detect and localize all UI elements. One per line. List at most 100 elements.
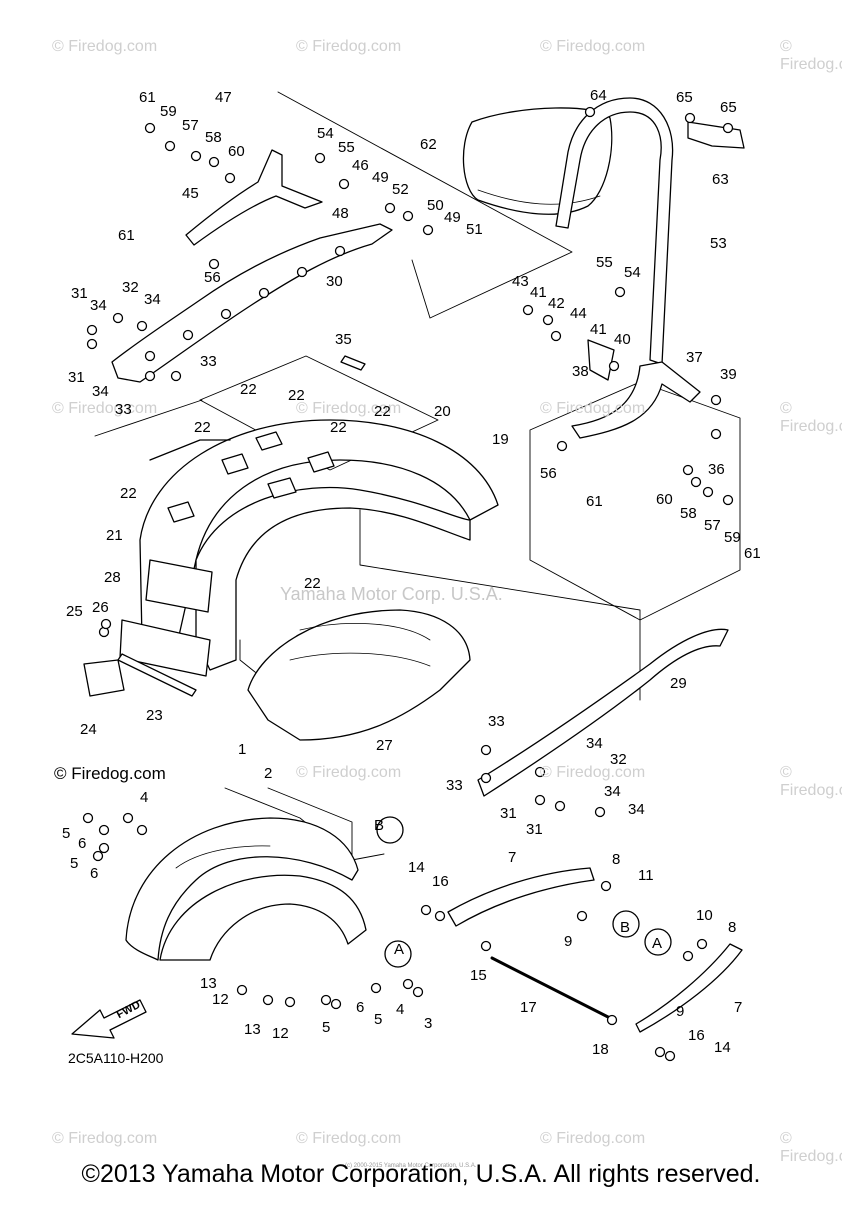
callout-circle-a <box>644 928 672 956</box>
bolt-head-shape <box>682 464 694 476</box>
part-number-label: 3 <box>424 1015 433 1032</box>
inner-fender-rib <box>299 623 431 641</box>
part-number-label: 30 <box>326 273 343 290</box>
bolt-head-shape <box>682 950 694 962</box>
front-fender-1 <box>125 817 359 961</box>
bracket-38-shape <box>587 339 615 381</box>
fork-brace-7-bottom <box>635 943 743 1033</box>
drawing-code: 2C5A110-H200 <box>68 1050 164 1066</box>
part-number-label: 40 <box>614 331 631 348</box>
part-number-label: 45 <box>182 185 199 202</box>
part-number-label: 38 <box>572 363 589 380</box>
callout-circle-b <box>612 910 640 938</box>
part-number-label: 24 <box>80 721 97 738</box>
reflector-24 <box>83 659 125 697</box>
part-number-label: 32 <box>610 751 627 768</box>
part-number-label: 14 <box>408 859 425 876</box>
bolt-head-shape <box>224 172 236 184</box>
bolt-head-shape <box>164 140 176 152</box>
part-number-label: 36 <box>708 461 725 478</box>
bolt-head-shape <box>480 744 492 756</box>
part-number-label: 5 <box>62 825 71 842</box>
bolt-head-shape <box>690 476 702 488</box>
part-number-label: 4 <box>140 789 149 806</box>
sideplate-37-shape <box>571 361 701 439</box>
firedog-watermark: © Firedog.com <box>52 1130 158 1147</box>
inner-fender-rib <box>289 652 431 667</box>
part-number-label: 39 <box>720 366 737 383</box>
front-fender-2 <box>159 874 367 961</box>
bolt-head-shape <box>122 812 134 824</box>
firedog-inline-watermark: © Firedog.com <box>54 764 166 783</box>
part-number-label: 34 <box>586 735 603 752</box>
bolt-head-shape <box>422 224 434 236</box>
bolt-head-shape <box>710 428 722 440</box>
bolt-head-shape <box>136 824 148 836</box>
bolt-head-shape <box>600 880 612 892</box>
part-number-label: 49 <box>372 169 389 186</box>
part-number-label: 29 <box>670 675 687 692</box>
part-number-label: 5 <box>70 855 79 872</box>
part-number-label: 12 <box>212 991 229 1008</box>
part-number-label: 56 <box>204 269 221 286</box>
assembly-boundary-line <box>359 509 641 701</box>
inner-fender-27 <box>247 609 471 741</box>
firedog-watermark: © Firedog.com <box>540 764 646 781</box>
part-number-label: 13 <box>200 975 217 992</box>
part-number-label: 56 <box>540 465 557 482</box>
part-number-label: 46 <box>352 157 369 174</box>
part-number-label: 48 <box>332 205 349 222</box>
part-number-label: 58 <box>680 505 697 522</box>
part-number-label: 5 <box>322 1019 331 1036</box>
part-number-label: 54 <box>624 264 641 281</box>
bolt-head-shape <box>330 998 342 1010</box>
bolt-head-shape <box>606 1014 618 1026</box>
strut-hole <box>144 350 156 362</box>
part-number-label: 32 <box>122 279 139 296</box>
patch-22 <box>307 451 335 473</box>
bolt-head-shape <box>208 258 220 270</box>
part-number-label: 8 <box>612 851 621 868</box>
part-number-label: 6 <box>90 865 99 882</box>
bolt-head-shape <box>576 910 588 922</box>
bolt-head-shape <box>320 994 332 1006</box>
part-number-label: 59 <box>160 103 177 120</box>
fender-bead-line <box>175 845 271 869</box>
patch-22 <box>267 477 297 499</box>
part-number-label: 31 <box>71 285 88 302</box>
part-number-label: 14 <box>714 1039 731 1056</box>
part-number-label: 35 <box>335 331 352 348</box>
part-number-label: B <box>620 919 631 936</box>
part-number-label: 61 <box>586 493 603 510</box>
part-number-label: 15 <box>470 967 487 984</box>
part-number-label: 31 <box>500 805 517 822</box>
callout-circle-a <box>384 940 412 968</box>
firedog-watermark: © Firedog.com <box>540 400 646 417</box>
part-number-label: 55 <box>596 254 613 271</box>
bolt-head-shape <box>86 324 98 336</box>
part-number-label: 57 <box>182 117 199 134</box>
part-number-label: 26 <box>92 599 109 616</box>
part-number-label: 33 <box>488 713 505 730</box>
part-number-label: 22 <box>194 419 211 436</box>
bolt-head-shape <box>594 806 606 818</box>
part-number-label: 10 <box>696 907 713 924</box>
part-number-label: 33 <box>446 777 463 794</box>
strut-hole <box>258 287 270 299</box>
part-number-label: 22 <box>330 419 347 436</box>
axle-rod-17 <box>490 956 612 1020</box>
patch-22 <box>255 431 283 451</box>
firedog-watermark: © Firedog.com <box>780 1130 842 1165</box>
part-number-label: 25 <box>66 603 83 620</box>
bolt-head-shape <box>480 940 492 952</box>
part-number-label: 52 <box>392 181 409 198</box>
bolt-head-shape <box>384 202 396 214</box>
bolt-head-shape <box>190 150 202 162</box>
part-number-label: 37 <box>686 349 703 366</box>
bolt-head-shape <box>170 370 182 382</box>
part-number-label: 60 <box>228 143 245 160</box>
bolt-head-shape <box>98 842 110 854</box>
part-number-label: 33 <box>200 353 217 370</box>
